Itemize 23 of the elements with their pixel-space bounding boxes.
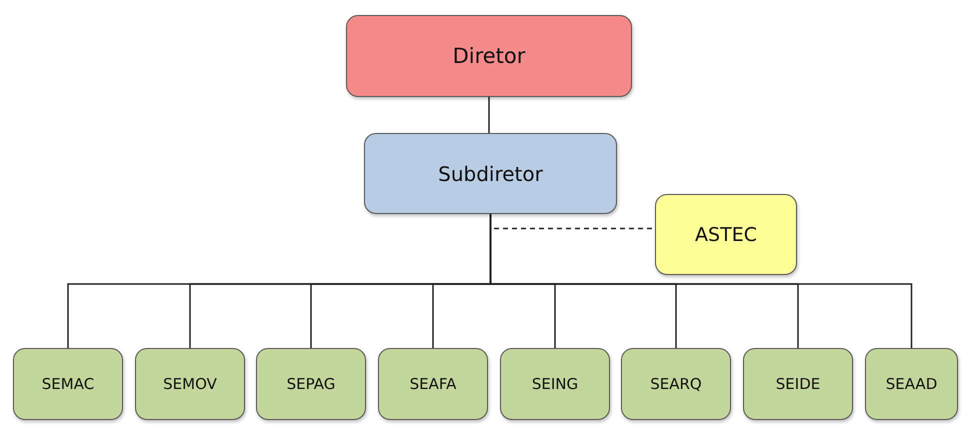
box-label: SEIDE — [776, 375, 820, 393]
box-label: SEMOV — [163, 375, 217, 393]
org-box — [378, 348, 488, 420]
org-box — [500, 348, 610, 420]
connector-line — [488, 97, 490, 133]
box-label: SEAAD — [886, 375, 938, 393]
org-box — [655, 194, 797, 275]
box-label: SEING — [532, 375, 578, 393]
box-label: SEAFA — [410, 375, 456, 393]
org-box — [13, 348, 123, 420]
org-box — [346, 15, 632, 97]
org-box — [135, 348, 245, 420]
box-label: ASTEC — [695, 224, 757, 246]
box-label: SEARQ — [650, 375, 702, 393]
box-label: Subdiretor — [438, 162, 543, 186]
org-box — [621, 348, 731, 420]
org-box — [364, 133, 617, 214]
org-box — [743, 348, 853, 420]
box-label: SEPAG — [286, 375, 336, 393]
org-box — [865, 348, 958, 420]
box-label: Diretor — [452, 44, 526, 68]
box-label: SEMAC — [42, 375, 94, 393]
org-box — [256, 348, 366, 420]
